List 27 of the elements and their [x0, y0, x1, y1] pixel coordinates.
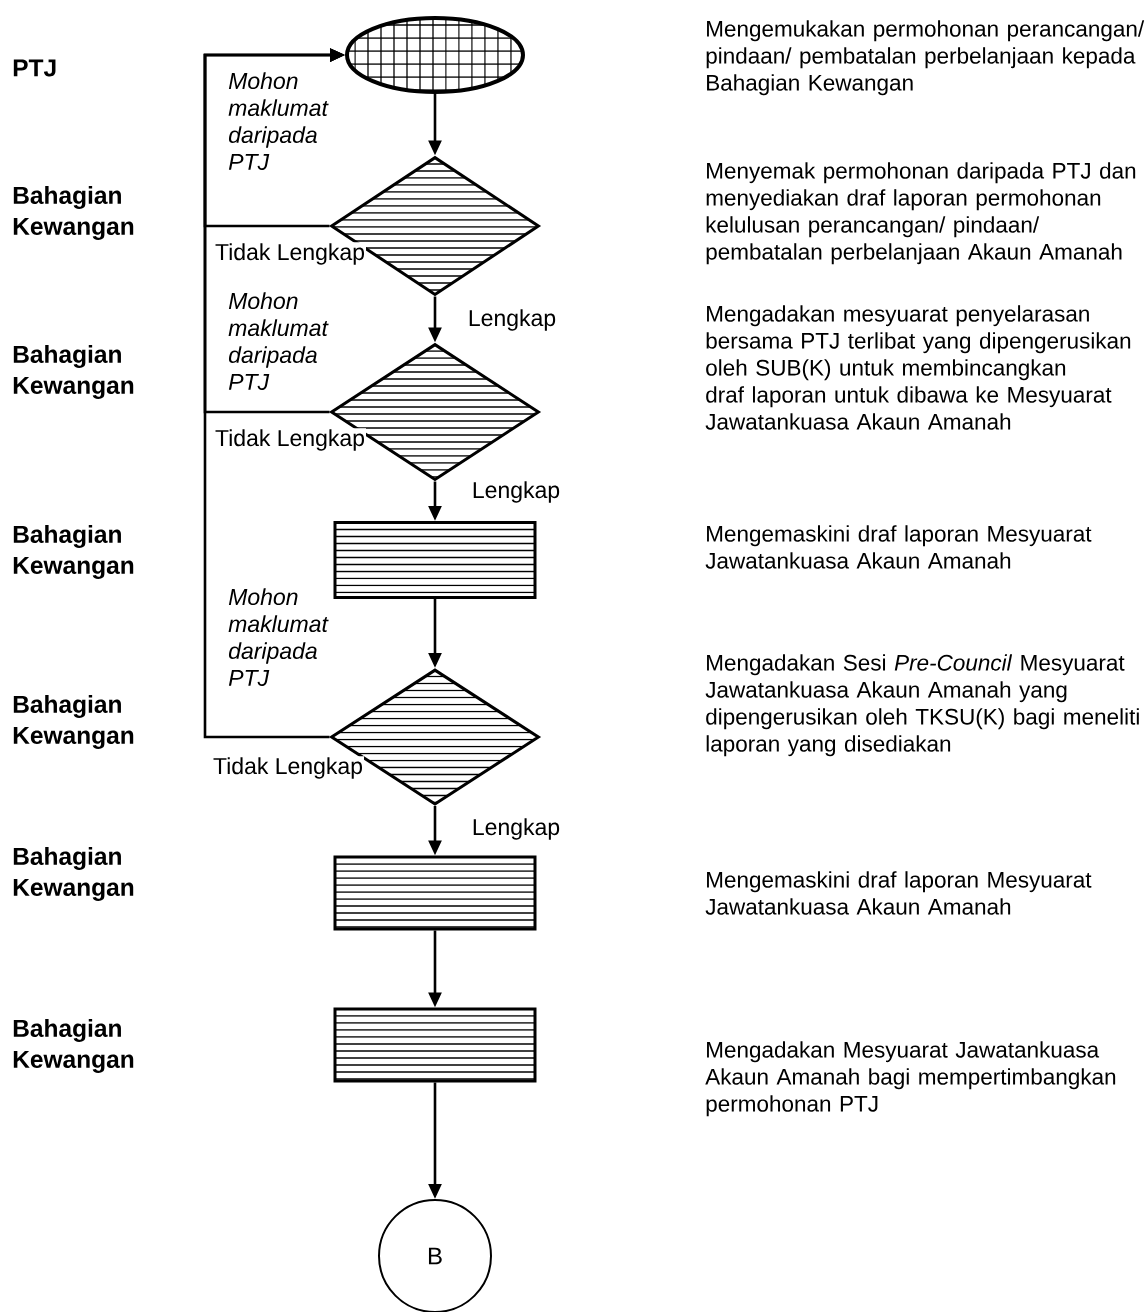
process-box: [333, 521, 537, 599]
description-text: Mengadakan mesyuarat penyelarasan bersama PTJ terlibat yang dipengerusikan oleh SUB(K) untuk membincangkan draf laporan untuk dibawa ke Mesyuarat Jawatankuasa Akaun Amanah: [705, 305, 1131, 430]
description-text: Mengadakan Sesi Pre-Council Mesyuarat Jawatankuasa Akaun Amanah yang dipengerusikan oleh TKSU(K) bagi meneliti laporan yang disediakan: [705, 654, 1139, 757]
role-label: Bahagian Kewangan: [13, 695, 134, 749]
note-text: Mohon maklumat daripada PTJ: [228, 72, 329, 171]
edge-label: Tidak Lengkap: [214, 242, 366, 266]
ellipse: [345, 16, 525, 94]
process-box: [333, 1007, 537, 1083]
edge-label: Lengkap: [466, 308, 558, 332]
description-text: Mengemukakan permohonan perancangan/ pindaan/ pembatalan perbelanjaan kepada Bahagian Kewangan: [706, 20, 1145, 96]
role-label: Bahagian Kewangan: [13, 847, 134, 901]
edge-label: Lengkap: [470, 817, 562, 841]
role-label: Bahagian Kewangan: [13, 1019, 134, 1073]
process-box: [333, 855, 537, 931]
role-label: Bahagian Kewangan: [13, 345, 134, 399]
edge-label: Tidak Lengkap: [214, 428, 366, 452]
role-label: Bahagian Kewangan: [13, 525, 134, 579]
description-text: Menyemak permohonan daripada PTJ dan menyediakan draf laporan permohonan kelulusan perancangan/ pindaan/ pembatalan perbelanjaan Akaun Amanah: [706, 162, 1136, 265]
edge-label: Lengkap: [470, 480, 562, 504]
description-text: Mengemaskini draf laporan Mesyuarat Jawatankuasa Akaun Amanah: [705, 525, 1092, 569]
note-text: Mohon maklumat daripada PTJ: [228, 588, 329, 687]
description-text: Mengadakan Mesyuarat Jawatankuasa Akaun Amanah bagi mempertimbangkan permohonan PTJ: [705, 1041, 1116, 1117]
role-label: Bahagian Kewangan: [13, 186, 134, 240]
note-text: Mohon maklumat daripada PTJ: [228, 292, 329, 391]
description-text: Mengemaskini draf laporan Mesyuarat Jawatankuasa Akaun Amanah: [705, 871, 1092, 915]
role-label: PTJ: [13, 59, 56, 77]
edge-label: Tidak Lengkap: [212, 756, 364, 780]
